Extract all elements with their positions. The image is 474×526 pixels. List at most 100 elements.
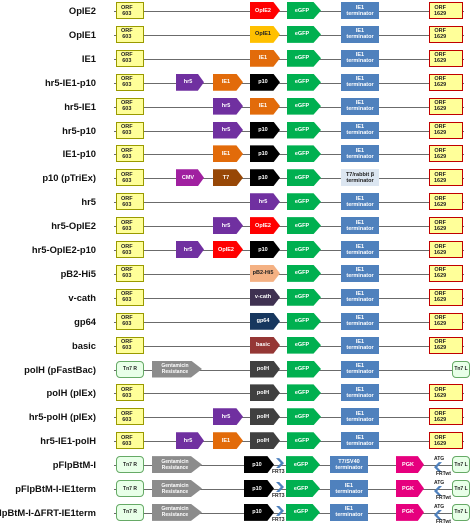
hr5-promoter: hr5 (213, 217, 243, 235)
ople2-promoter: OpIE2 (250, 2, 280, 19)
p10-promoter: p10 (250, 169, 280, 187)
polh-promoter: polH (250, 432, 280, 450)
frtwt-label: FRTwt (436, 495, 451, 501)
construct-label: IE1 (81, 52, 96, 64)
ople2-promoter: OpIE2 (213, 241, 243, 258)
construct-label: hr5-p10 (62, 124, 96, 136)
frt3-icon (276, 458, 284, 469)
p10-promoter: p10 (244, 503, 274, 521)
tn7r-box: Tn7 R (116, 456, 144, 474)
vcath-promoter: v-cath (250, 288, 280, 306)
ie1-promoter: IE1 (250, 49, 280, 67)
tn7r-box: Tn7 R (116, 503, 144, 521)
frt3-label: FRT3 (272, 516, 285, 523)
egfp-box: eGFP (287, 288, 321, 306)
ie1-promoter: IE1 (213, 145, 243, 163)
egfp-box: eGFP (287, 193, 321, 211)
egfp-box: eGFP (287, 217, 321, 235)
frtwt-label: FRTwt (436, 471, 451, 478)
polh-promoter: polH (250, 360, 280, 378)
construct-label: pFlpBtM-I-ΔFRT-IE1term (0, 506, 96, 518)
cmv-promoter: CMV (176, 169, 204, 187)
gp64-promoter: gp64 (250, 312, 280, 330)
hr5-promoter: hr5 (176, 432, 204, 450)
pb2hi5-promoter: pB2-Hi5 (250, 264, 280, 282)
egfp-box: eGFP (287, 360, 321, 378)
hr5-promoter: hr5 (176, 73, 204, 91)
pgk-box: PGK (396, 480, 424, 497)
construct-label: OpIE1 (68, 28, 96, 40)
egfp-box: eGFP (287, 49, 321, 67)
egfp-box: eGFP (287, 145, 321, 163)
hr5-promoter: hr5 (213, 408, 243, 426)
ie1-promoter: IE1 (213, 432, 243, 450)
egfp-box: eGFP (286, 480, 320, 497)
tn7l-box: Tn7 L (452, 360, 470, 378)
construct-label: pFlpBtM-I-IE1term (15, 483, 96, 494)
frtwt-label: FRTwt (436, 518, 451, 525)
construct-label: v-cath (68, 291, 96, 303)
ople2-promoter: OpIE2 (250, 217, 280, 235)
construct-label: hr5-IE1-polH (40, 435, 96, 447)
tn7l-box: Tn7 L (452, 503, 470, 521)
atg-label: ATG (434, 480, 445, 486)
p10-promoter: p10 (244, 480, 274, 497)
construct-label: hr5-OpIE2 (51, 220, 96, 232)
p10-promoter: p10 (250, 145, 280, 163)
frt3-label: FRT3 (272, 469, 285, 476)
p10-promoter: p10 (250, 121, 280, 139)
ople1-promoter: OpIE1 (250, 25, 280, 43)
egfp-box: eGFP (287, 432, 321, 450)
polh-promoter: polH (250, 408, 280, 426)
tn7l-box: Tn7 L (452, 456, 470, 474)
hr5-promoter: hr5 (176, 241, 204, 258)
p10-promoter: p10 (250, 241, 280, 258)
construct-label: polH (pIEx) (46, 387, 96, 399)
basic-promoter: basic (250, 336, 280, 354)
egfp-box: eGFP (287, 312, 321, 330)
construct-label: pFlpBtM-I (52, 459, 96, 471)
frt3-icon (276, 482, 284, 492)
hr5-promoter: hr5 (213, 97, 243, 115)
